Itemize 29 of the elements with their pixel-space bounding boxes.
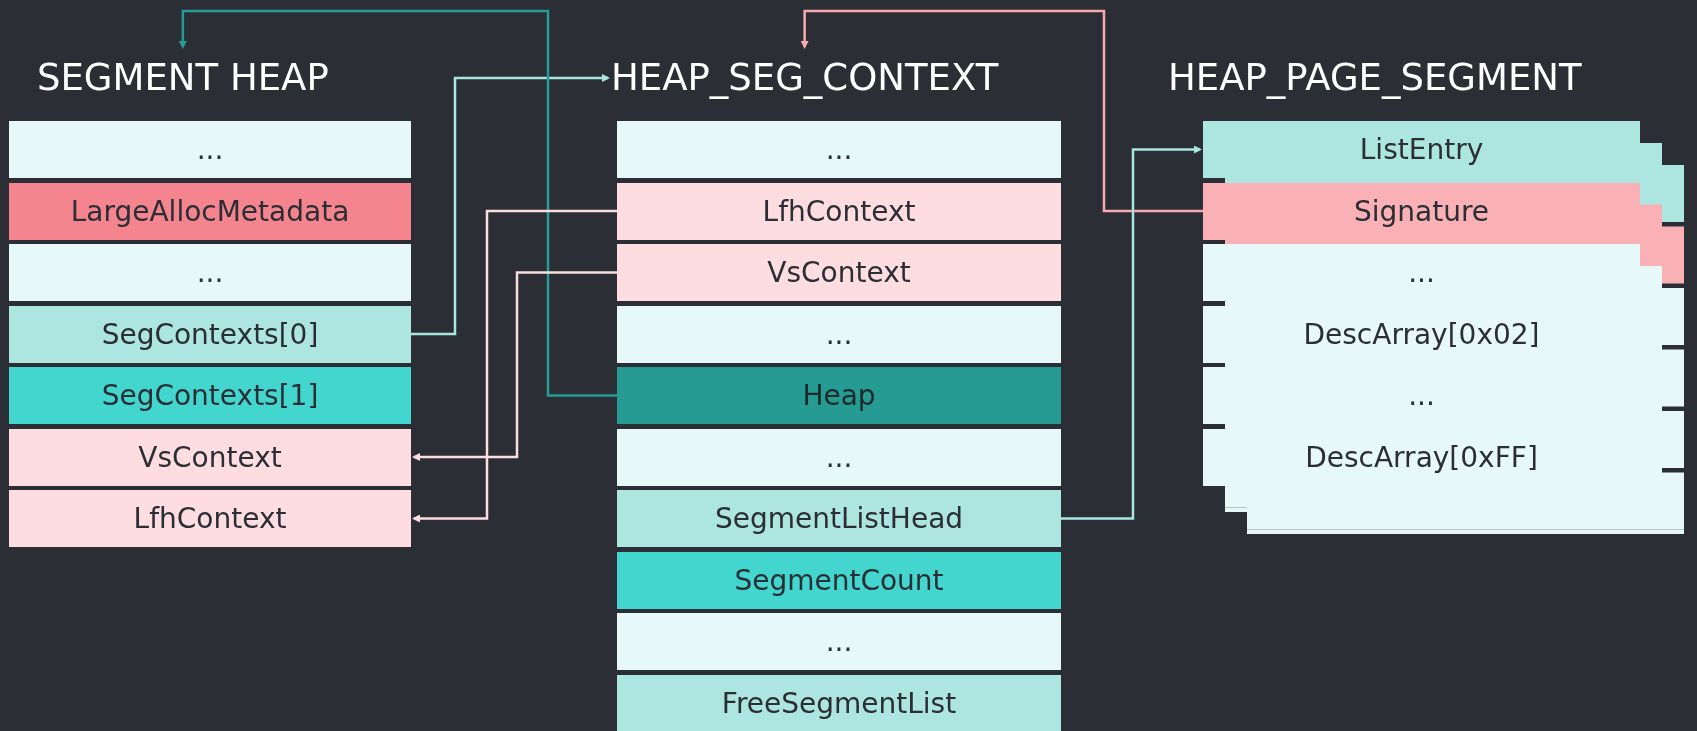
field-row: ListEntry xyxy=(1203,121,1640,178)
struct-heading: HEAP_SEG_CONTEXT xyxy=(611,55,999,101)
field-row: Heap xyxy=(617,367,1061,424)
field-row: LfhContext xyxy=(617,182,1061,240)
field-row: SegmentCount xyxy=(617,551,1061,609)
field-row: SegContexts[0] xyxy=(9,305,411,363)
field-row: Signature xyxy=(1203,182,1640,240)
field-row: ... xyxy=(617,121,1061,178)
field-row: VsContext xyxy=(9,428,411,486)
field-row: ... xyxy=(617,305,1061,363)
field-row: ... xyxy=(9,244,411,301)
field-row: LfhContext xyxy=(9,490,411,547)
arrow xyxy=(1061,145,1202,520)
field-row: FreeSegmentList xyxy=(617,674,1061,731)
field-row: ... xyxy=(617,613,1061,670)
arrow xyxy=(411,74,610,336)
arrow xyxy=(412,271,617,461)
struct-heading: SEGMENT HEAP xyxy=(37,55,329,101)
field-row: ... xyxy=(9,121,411,178)
field-row: SegContexts[1] xyxy=(9,367,411,424)
field-row: SegmentListHead xyxy=(617,490,1061,547)
field-row: ... xyxy=(617,428,1061,486)
field-row: LargeAllocMetadata xyxy=(9,182,411,240)
struct-heading: HEAP_PAGE_SEGMENT xyxy=(1168,55,1582,101)
field-row: ... xyxy=(1203,244,1640,301)
field-row: VsContext xyxy=(617,244,1061,301)
arrow xyxy=(412,209,617,523)
arrow xyxy=(178,9,617,397)
arrow xyxy=(800,9,1203,213)
